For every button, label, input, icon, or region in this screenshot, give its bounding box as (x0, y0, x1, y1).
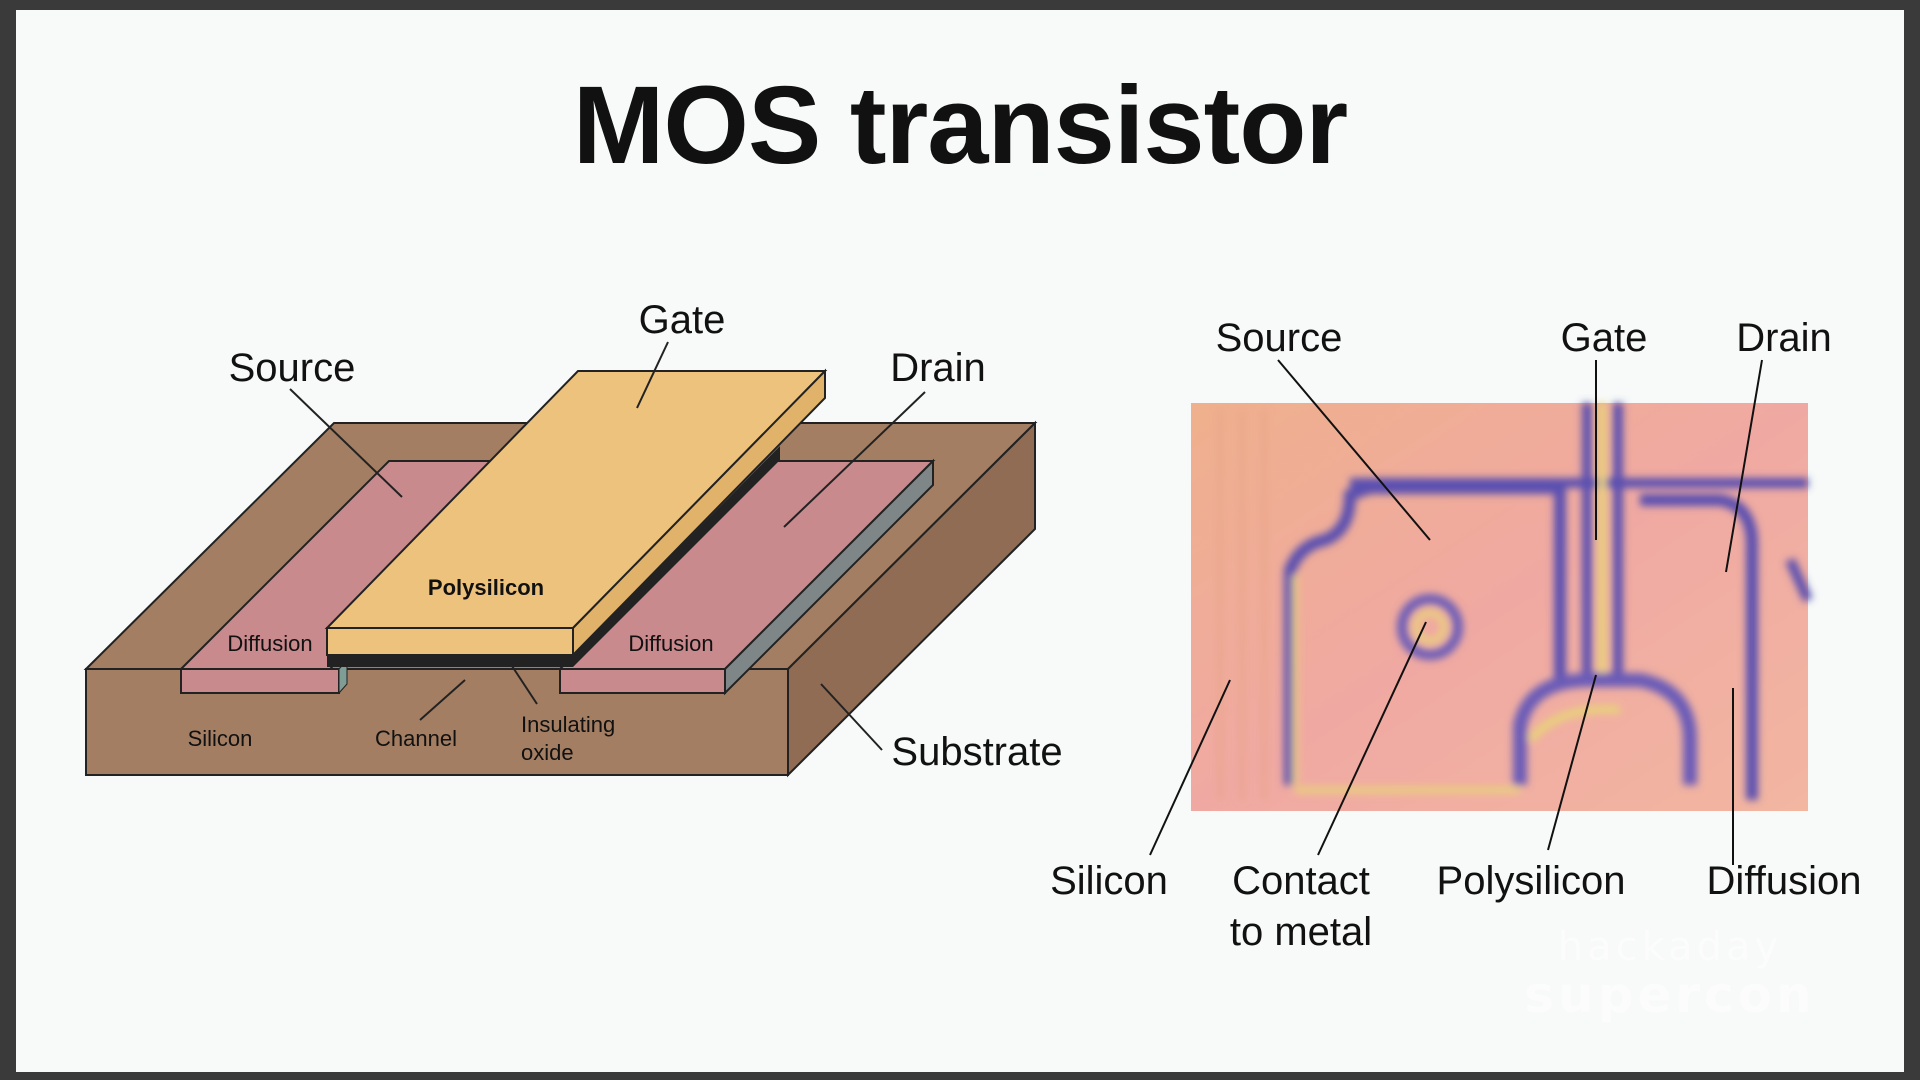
diffusion-left-label: Diffusion (227, 631, 312, 656)
r-contact-leader (1317, 621, 1427, 856)
right-diffusion-side (724, 458, 934, 696)
drain-label: Drain (890, 346, 986, 390)
insulating-label: Insulating (521, 712, 615, 737)
polysilicon-label: Polysilicon (428, 575, 544, 600)
watermark-line2: supercon (1524, 966, 1816, 1024)
substrate-side (787, 420, 1036, 778)
oxide-side (573, 446, 780, 667)
r-contact-label: Contact (1232, 859, 1370, 903)
r-gate-label: Gate (1561, 316, 1648, 360)
gate-leader (636, 341, 669, 409)
polysilicon-side (572, 368, 826, 658)
watermark-logo: hackaday supercon (1505, 925, 1835, 1021)
r-source-leader (1277, 359, 1431, 541)
slide-title: MOS transistor (572, 64, 1348, 187)
oxide-front (327, 655, 573, 667)
gate-label: Gate (639, 298, 726, 342)
channel-label: Channel (375, 726, 457, 751)
substrate-leader (820, 683, 883, 751)
r-diffusion-label: Diffusion (1707, 859, 1862, 903)
oxide-leader (511, 665, 538, 705)
r-contact-label-2: to metal (1230, 910, 1372, 954)
silicon-label: Silicon (188, 726, 253, 751)
die-photo (1191, 403, 1808, 811)
left-diffusion-front (180, 668, 340, 694)
drain-leader (783, 391, 926, 528)
r-silicon-label: Silicon (1050, 859, 1168, 903)
r-poly-leader (1547, 674, 1597, 851)
contact (1397, 594, 1463, 660)
substrate-label: Substrate (891, 730, 1062, 774)
r-drain-leader (1725, 359, 1763, 573)
oxide-label: oxide (521, 740, 574, 765)
r-polysilicon-label: Polysilicon (1437, 859, 1626, 903)
r-drain-label: Drain (1736, 316, 1832, 360)
polysilicon-bulb (1513, 673, 1697, 785)
drain-diffusion-outline (1640, 494, 1758, 800)
r-source-label: Source (1216, 316, 1343, 360)
watermark-line1: hackaday (1557, 924, 1783, 970)
diffusion-right-label: Diffusion (628, 631, 713, 656)
source-diffusion-outline (1284, 482, 1566, 785)
silicon-texture (1218, 410, 1266, 800)
r-silicon-leader (1149, 679, 1231, 856)
source-leader (289, 388, 403, 498)
channel-leader (419, 679, 466, 721)
source-label: Source (229, 346, 356, 390)
